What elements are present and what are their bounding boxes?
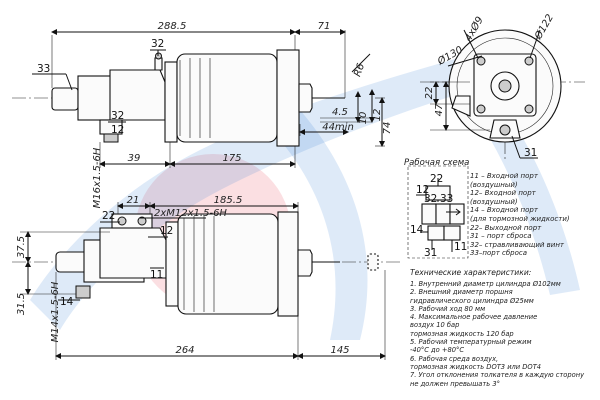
bottom-view-callouts: 22 12 14 11	[58, 210, 173, 308]
dim-m16: M16x1.5-6H	[92, 147, 103, 208]
dim-4-5: 4.5	[332, 107, 348, 118]
dim-37-5: 37.5	[16, 236, 27, 258]
spec-line: не должен превышать 3°	[410, 379, 500, 388]
legend-line: 31 – порт сброса	[470, 232, 532, 241]
spec-line: 3. Рабочий ход 80 мм	[410, 304, 486, 313]
dim-175: 175	[222, 153, 241, 164]
bottom-output-boot	[297, 249, 313, 277]
working-scheme: 22 12 32 33 14 11 31	[407, 165, 469, 259]
spec-line: 7. Угол отклонения толкателя в каждую ст…	[410, 371, 585, 380]
dim-145: 145	[330, 345, 349, 356]
callout-33: 33	[37, 63, 50, 75]
top-chamber-clamp	[276, 49, 300, 147]
spec-line: 1. Внутренний диаметр цилиндра Ø102мм	[410, 280, 561, 288]
dim-r6: R6	[352, 62, 367, 78]
legend-line: (для тормозной жидкости)	[470, 214, 570, 223]
dim-122: Ø122	[532, 12, 556, 42]
legend-line: (воздушный)	[470, 180, 518, 189]
callout-12-bot: 12	[160, 225, 173, 237]
dim-185-5: 185.5	[214, 195, 243, 206]
spec-line: тормозная жидкость 120 бар	[410, 329, 514, 338]
legend-line: 12– Входной порт	[470, 189, 536, 198]
callout-22-bot: 22	[102, 210, 115, 222]
svg-text:33: 33	[440, 193, 453, 205]
callout-32-top: 32	[151, 38, 164, 50]
callout-31-end: 31	[524, 147, 537, 159]
svg-text:11: 11	[454, 241, 467, 253]
top-output-boot	[298, 83, 313, 113]
dim-21: 21	[127, 195, 140, 206]
dim-12: 12	[372, 109, 383, 122]
bottom-view	[12, 211, 400, 317]
dim-2xm12: 2xM12x1.5-6H	[154, 208, 227, 219]
spec-line: 2. Внешний диаметр поршня	[410, 288, 513, 297]
spec-line: -40°С до +80°С	[410, 346, 465, 355]
dim-31-5: 31.5	[16, 293, 27, 315]
top-push-rod-housing	[51, 87, 79, 111]
dim-264: 264	[175, 345, 194, 356]
svg-text:14: 14	[410, 224, 424, 236]
scheme-title: Рабочая схема	[404, 158, 470, 168]
top-view-dimensions: 288.5 71 R6 4.5 10 12 44min 39 175 M16x1…	[51, 21, 393, 208]
bottom-chamber-clamp	[277, 211, 299, 317]
end-view	[420, 29, 585, 160]
legend-line: 32– стравливающий винт	[470, 240, 564, 249]
spec-line: 6. Рабочая среда воздух,	[410, 354, 499, 363]
dim-39: 39	[128, 153, 141, 164]
legend-line: 11 – Входной порт	[470, 172, 538, 180]
top-air-chamber	[176, 53, 278, 143]
legend-line: 22– Выходной порт	[470, 223, 542, 232]
legend-line: 14 – Входной порт	[470, 206, 538, 215]
spec-line: тормозная жидкость DOT3 или DOT4	[410, 362, 542, 371]
dim-44min: 44min	[322, 122, 354, 133]
dim-288-5: 288.5	[158, 21, 187, 32]
dim-74: 74	[382, 122, 393, 135]
dim-10: 10	[358, 112, 369, 125]
dim-47: 47	[434, 103, 445, 116]
bottom-air-chamber	[177, 213, 279, 315]
spec-title: Технические характеристики:	[410, 268, 532, 277]
spec-line: гидравлического цилиндра Ø25мм	[410, 296, 534, 305]
bottom-view-dimensions: 21 185.5 2xM12x1.5-6H 37.5 31.5 M14x1.5-…	[16, 195, 386, 360]
callout-11-bot: 11	[150, 269, 163, 281]
top-mounting-flange	[164, 61, 178, 143]
callout-12-top: 12	[111, 124, 124, 136]
svg-text:32: 32	[424, 193, 437, 205]
port-legend: 11 – Входной порт(воздушный)12– Входной …	[470, 172, 598, 258]
dim-22: 22	[424, 87, 435, 100]
callout-32-side: 32	[111, 110, 124, 122]
spec-line: воздух 10 бар	[410, 321, 460, 330]
top-bleed-screw	[154, 57, 163, 71]
svg-text:31: 31	[424, 247, 437, 259]
dim-71: 71	[318, 21, 331, 32]
legend-line: 33–порт сброса	[470, 249, 528, 258]
svg-text:12: 12	[416, 184, 429, 196]
callout-14-bot: 14	[60, 296, 74, 308]
svg-text:22: 22	[430, 173, 443, 185]
legend-line: (воздушный)	[470, 197, 518, 206]
spec-line: 5. Рабочий температурный режим	[410, 338, 532, 347]
top-view	[12, 49, 345, 147]
dim-m14: M14x1.5-6H	[50, 281, 61, 342]
spec-line: 4. Максимальное рабочее давление	[410, 313, 538, 322]
end-view-callouts: 31	[511, 135, 538, 159]
top-view-callouts: 33 32 32 12	[32, 38, 166, 136]
